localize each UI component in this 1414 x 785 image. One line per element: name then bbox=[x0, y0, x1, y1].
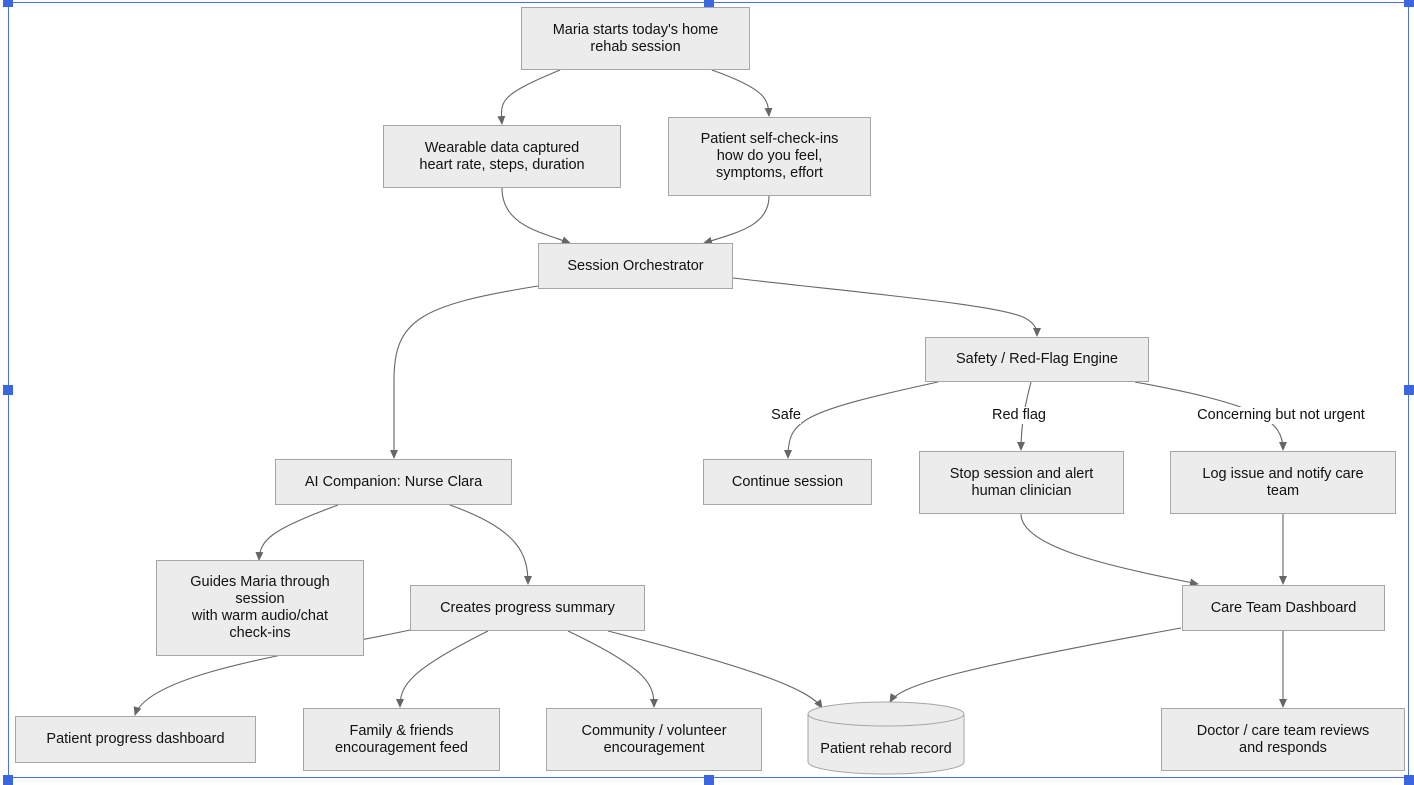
node-patient-rehab-record-shape[interactable] bbox=[806, 700, 966, 778]
edge-wearable-to-orchestrator bbox=[501, 187, 571, 245]
edge-dashboard-to-record bbox=[889, 627, 1182, 703]
edge-orchestrator-to-safety bbox=[732, 277, 1041, 337]
node-progress-summary[interactable]: Creates progress summary bbox=[410, 585, 645, 631]
edge-stop-to-dashboard bbox=[1020, 513, 1199, 587]
edge-label-safe: Safe bbox=[771, 407, 801, 424]
resize-handle-top-right[interactable] bbox=[1404, 0, 1414, 7]
edge-summary-to-community bbox=[567, 630, 658, 708]
edge-label-red-flag: Red flag bbox=[991, 407, 1047, 424]
node-care-team-dashboard[interactable]: Care Team Dashboard bbox=[1182, 585, 1385, 631]
resize-handle-top-left[interactable] bbox=[3, 0, 13, 7]
edge-companion-to-summary bbox=[449, 504, 532, 585]
node-guides-maria[interactable]: Guides Maria through session with warm a… bbox=[156, 560, 364, 656]
node-wearable-data[interactable]: Wearable data captured heart rate, steps… bbox=[383, 125, 621, 188]
resize-handle-middle-right[interactable] bbox=[1404, 385, 1414, 395]
resize-handle-bottom-right[interactable] bbox=[1404, 775, 1414, 785]
edge-companion-to-guides bbox=[255, 504, 339, 561]
node-stop-session[interactable]: Stop session and alert human clinician bbox=[919, 451, 1124, 514]
node-session-start[interactable]: Maria starts today's home rehab session bbox=[521, 7, 750, 70]
edge-summary-to-record bbox=[607, 630, 823, 709]
edge-selfcheck-to-orchestrator bbox=[703, 195, 770, 245]
node-self-check-ins[interactable]: Patient self-check-ins how do you feel, … bbox=[668, 117, 871, 196]
resize-handle-bottom-left[interactable] bbox=[3, 775, 13, 785]
edge-label-concerning: Concerning but not urgent bbox=[1197, 407, 1365, 424]
edge-safety-to-continue bbox=[784, 381, 939, 459]
node-patient-progress-dashboard[interactable]: Patient progress dashboard bbox=[15, 716, 256, 763]
node-patient-rehab-record: Patient rehab record bbox=[820, 741, 952, 757]
edge-start-to-wearable bbox=[497, 69, 561, 125]
node-session-orchestrator[interactable]: Session Orchestrator bbox=[538, 243, 733, 289]
resize-handle-top-center[interactable] bbox=[704, 0, 714, 7]
node-ai-companion[interactable]: AI Companion: Nurse Clara bbox=[275, 459, 512, 505]
node-continue-session[interactable]: Continue session bbox=[703, 459, 872, 505]
node-community-encouragement[interactable]: Community / volunteer encouragement bbox=[546, 708, 762, 771]
edge-orchestrator-to-companion bbox=[390, 285, 539, 459]
node-doctor-reviews[interactable]: Doctor / care team reviews and responds bbox=[1161, 708, 1405, 771]
edge-guides-to-patient-dash bbox=[133, 629, 411, 716]
node-log-issue[interactable]: Log issue and notify care team bbox=[1170, 451, 1396, 514]
edge-summary-to-family bbox=[396, 630, 489, 708]
node-safety-engine[interactable]: Safety / Red-Flag Engine bbox=[925, 337, 1149, 382]
resize-handle-middle-left[interactable] bbox=[3, 385, 13, 395]
node-family-feed[interactable]: Family & friends encouragement feed bbox=[303, 708, 500, 771]
edge-start-to-selfcheck bbox=[711, 69, 773, 117]
resize-handle-bottom-center[interactable] bbox=[704, 775, 714, 785]
